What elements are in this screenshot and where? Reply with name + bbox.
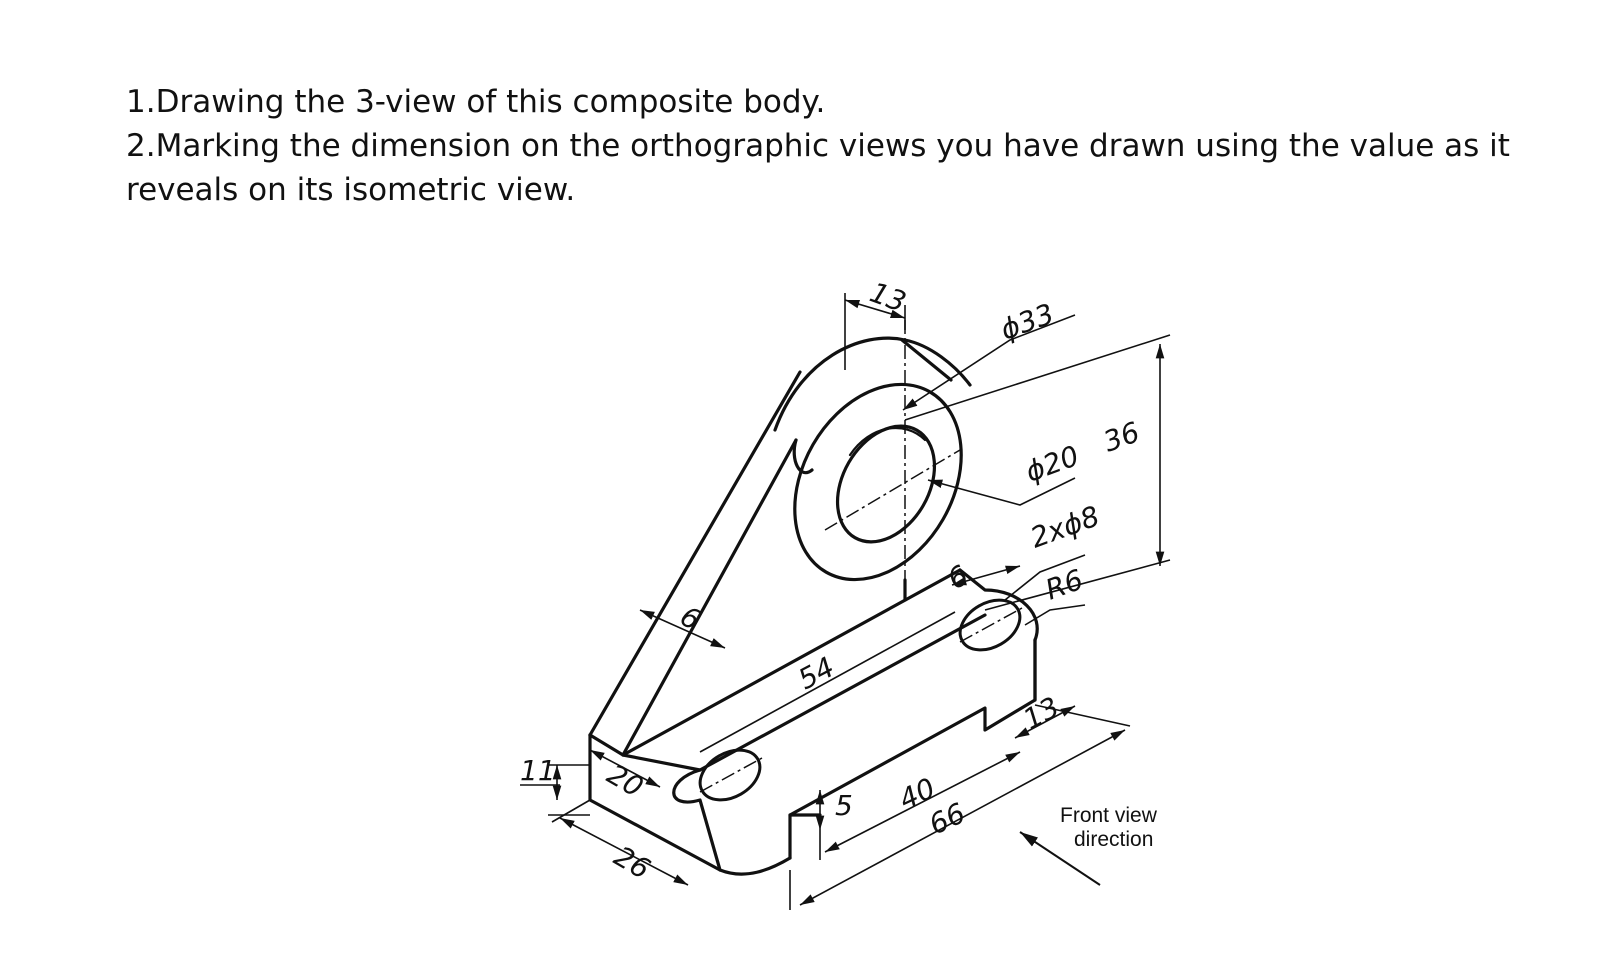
rib-inner-edge (621, 438, 798, 757)
front-view-arrow (1019, 831, 1101, 886)
part-outline (588, 336, 1039, 876)
instruction-2: 2.Marking the dimension on the orthograp… (126, 128, 1510, 208)
ext-36-top (904, 334, 1171, 421)
dim-6-rib (639, 609, 726, 649)
rib-outer-edge (588, 370, 802, 737)
rear-rounded-end (958, 568, 1039, 642)
boss-top-edge (900, 338, 953, 382)
front-view-label-line2: direction (1074, 828, 1153, 851)
boss-rear-arc (773, 336, 972, 432)
dim-13-top (844, 299, 906, 319)
dim-text-phi33: ϕ33 (996, 297, 1058, 347)
leader-phi33 (902, 314, 1076, 411)
dim-text-5: 5 (835, 789, 853, 822)
instructions: 1.Drawing the 3-view of this composite b… (126, 80, 1566, 212)
dim-text-13-top: 13 (866, 276, 911, 319)
boss-axis-diagonal (824, 449, 961, 531)
dim-text-2xphi8: 2xϕ8 (1026, 499, 1104, 554)
dim-66 (799, 729, 1126, 906)
rear-hole-axis (959, 607, 1023, 643)
front-hole-axis (699, 757, 763, 793)
base-front-rounded-end (672, 768, 792, 876)
dim-text-13-slot: 13 (1018, 690, 1065, 736)
ext-26 (551, 799, 591, 823)
ext-66-right (1034, 704, 1131, 727)
dim-text-20: 20 (602, 757, 649, 803)
bore-ellipse (835, 424, 937, 544)
base-top-inner-edge (698, 613, 987, 772)
dim-text-36: 36 (1099, 415, 1144, 458)
dimension-lines (520, 293, 1171, 910)
center-lines (699, 320, 1023, 793)
leader-phi20 (927, 477, 1076, 506)
instruction-1: 1.Drawing the 3-view of this composite b… (126, 84, 826, 120)
ext-36-bottom (984, 559, 1171, 611)
bore-depth-arc (848, 426, 927, 457)
dim-text-11: 11 (520, 754, 556, 787)
dim-text-6-rib: 6 (675, 599, 707, 636)
rib-curl (792, 438, 814, 475)
dim-26 (559, 817, 689, 886)
dim-20 (589, 749, 661, 788)
leader-r6 (1024, 604, 1086, 626)
dimension-texts: 13 ϕ33 ϕ20 36 2xϕ8 R6 6 6 54 13 11 20 26… (520, 276, 1144, 886)
front-view-label-line1: Front view (1060, 804, 1158, 827)
dim-text-phi20: ϕ20 (1021, 439, 1083, 489)
leader-2xphi8 (1004, 554, 1086, 601)
dim-54 (699, 611, 956, 753)
dim-6-rear (951, 565, 1021, 586)
